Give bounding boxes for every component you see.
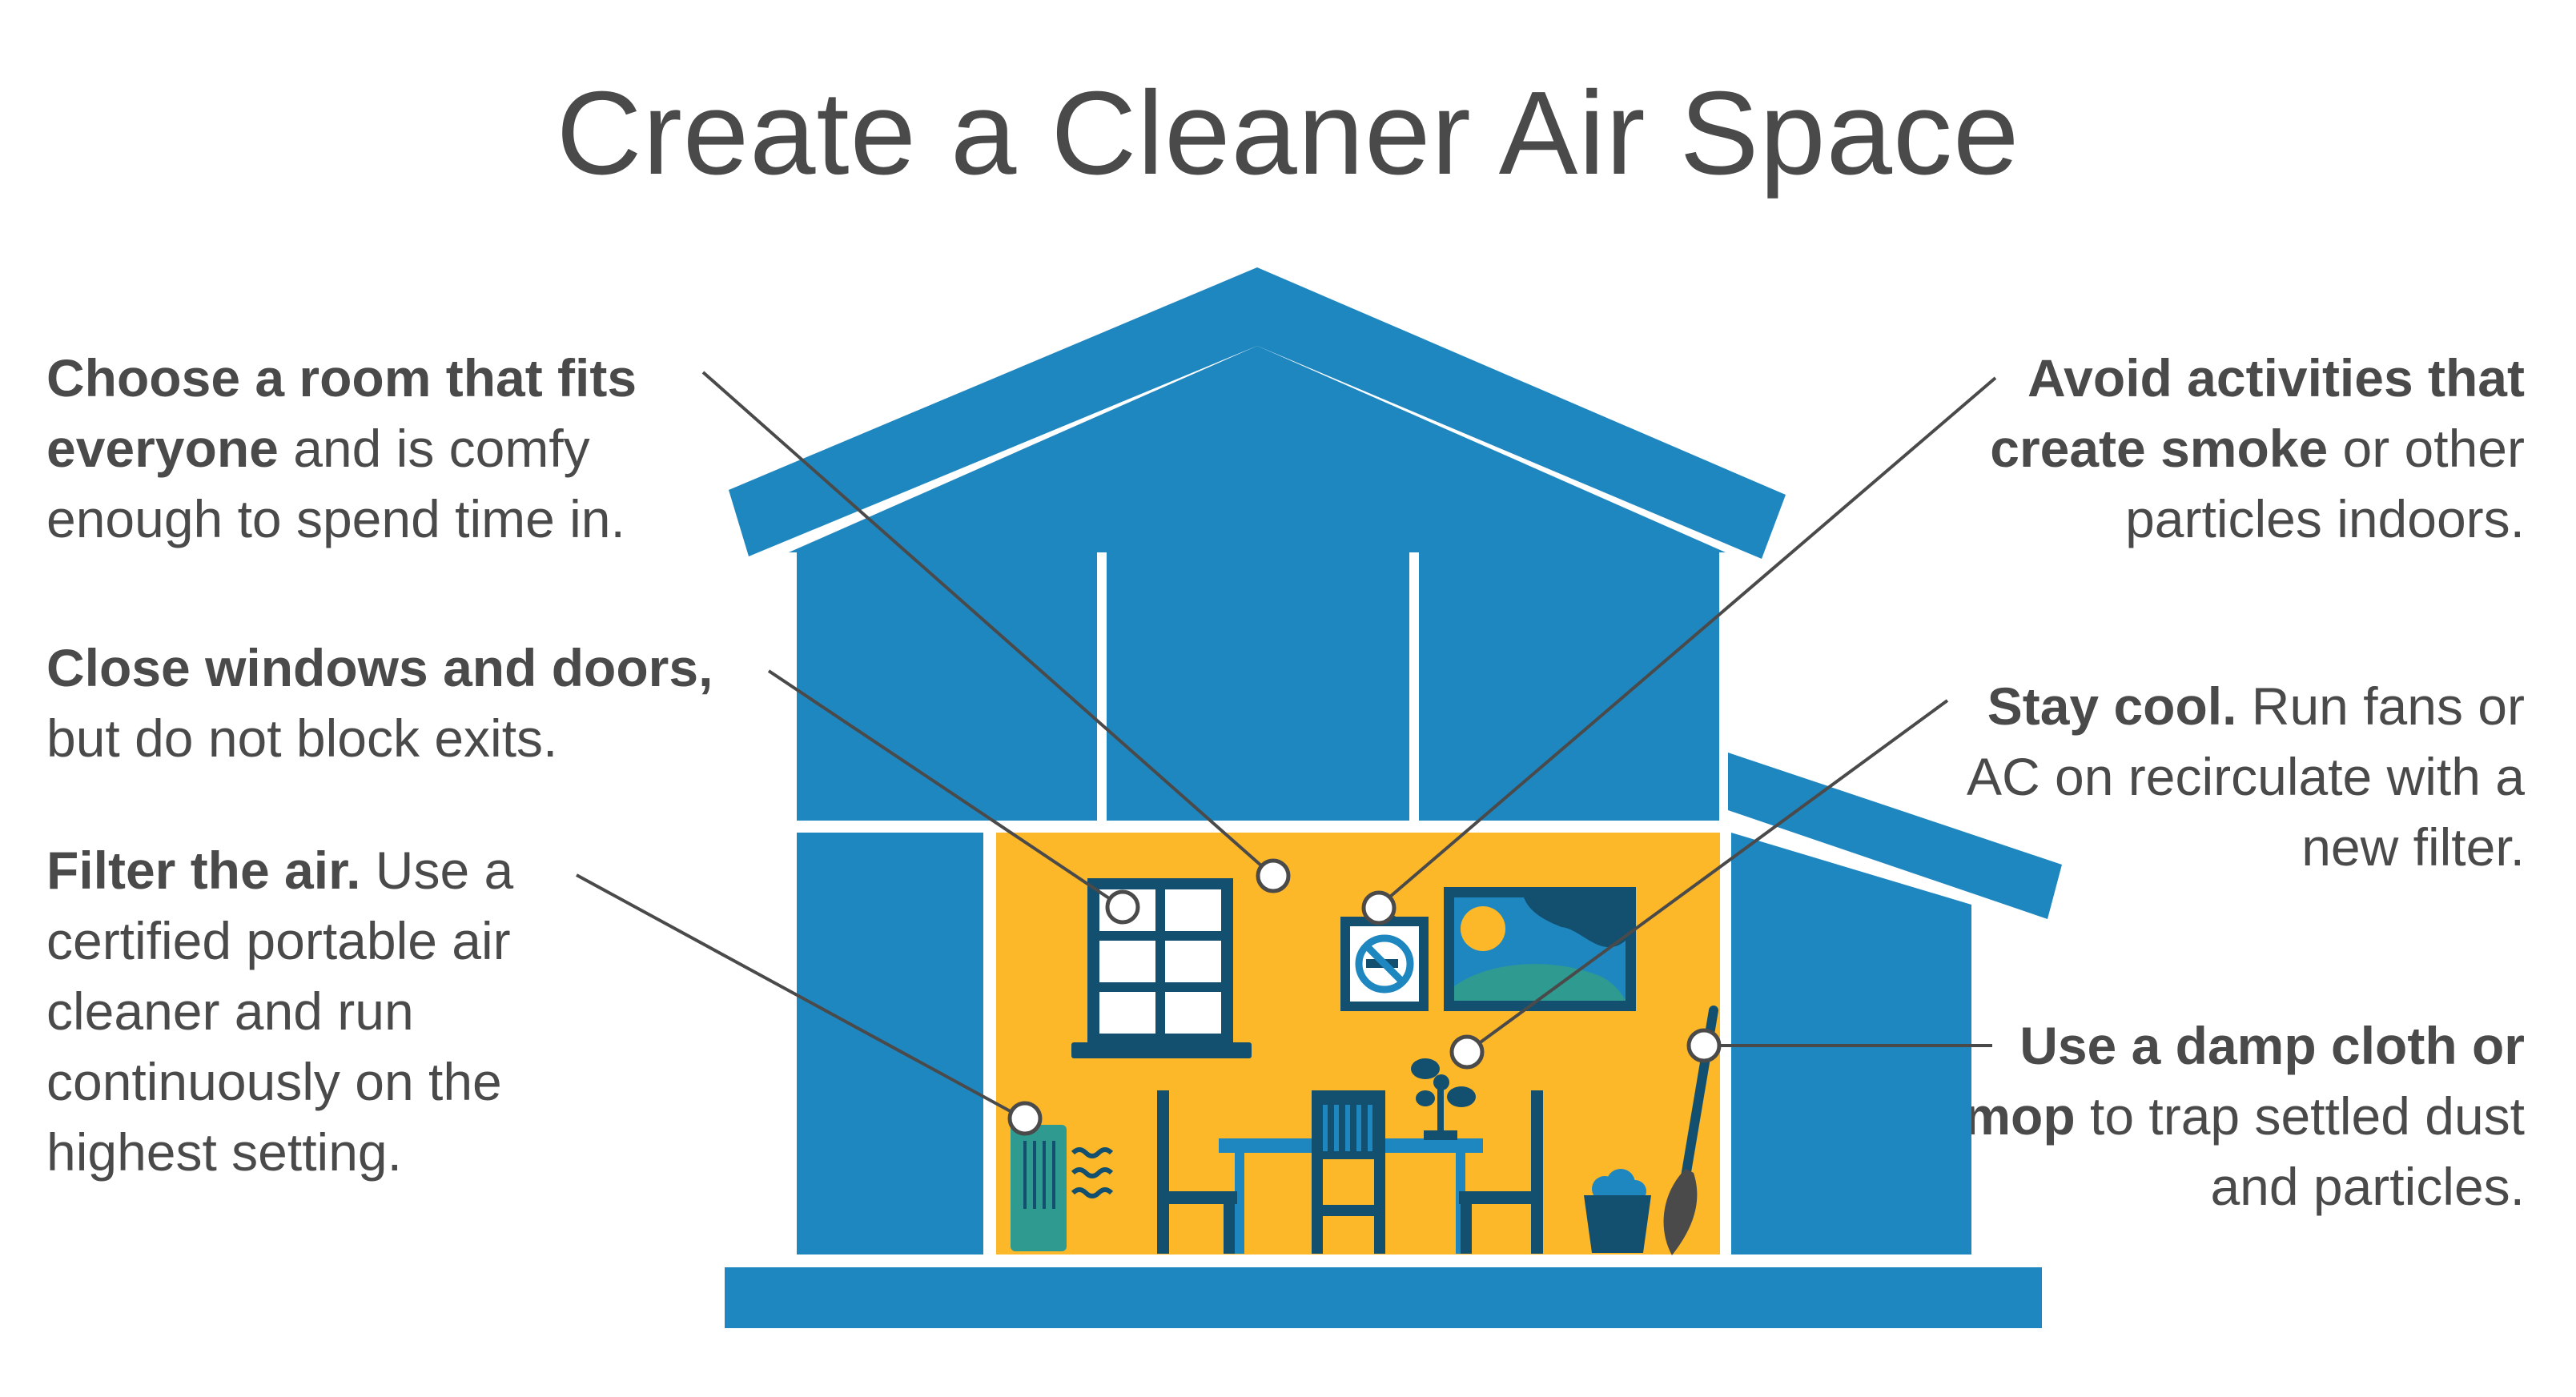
foundation xyxy=(725,1267,2042,1328)
tip-smoke: Avoid activities that create smoke or ot… xyxy=(1916,343,2525,554)
annex-roof xyxy=(1728,753,2062,919)
upper-panel-right xyxy=(1419,552,1719,821)
leader-line-room xyxy=(701,371,1271,874)
main-roof xyxy=(729,267,1786,559)
marker-room xyxy=(1256,858,1291,893)
tip-cool-bold: Stay cool. xyxy=(1987,676,2237,736)
lower-panel-left xyxy=(797,833,983,1254)
marker-windows xyxy=(1105,889,1140,925)
chair-icon xyxy=(1157,1090,1237,1254)
tip-windows: Close windows and doors, but do not bloc… xyxy=(46,632,767,773)
chair-icon xyxy=(1459,1090,1543,1254)
chair-icon xyxy=(1312,1090,1385,1254)
bucket-icon xyxy=(1584,1169,1651,1253)
tip-clean-bold: Use a damp cloth or mop xyxy=(1963,1016,2525,1146)
tip-filter-bold: Filter the air. xyxy=(46,841,361,900)
tip-room: Choose a room that fits everyone and is … xyxy=(46,343,719,554)
page-title: Create a Cleaner Air Space xyxy=(556,67,2020,199)
marker-clean xyxy=(1686,1028,1722,1063)
leader-line-windows xyxy=(767,669,1123,908)
marker-smoke xyxy=(1361,890,1397,925)
tip-windows-text: but do not block exits. xyxy=(46,709,558,768)
attic xyxy=(789,346,1726,552)
upper-panel-middle xyxy=(1107,552,1409,821)
upper-panel-left xyxy=(797,552,1097,821)
no-smoking-sign-icon xyxy=(1340,905,1429,1011)
tip-cool-text: Run fans or AC on recirculate with a new… xyxy=(1967,676,2525,877)
leader-line-filter xyxy=(576,873,1026,1121)
fan-icon xyxy=(1411,1058,1476,1140)
tip-smoke-text: or other particles indoors. xyxy=(2125,419,2525,548)
window-icon xyxy=(1071,878,1252,1058)
tip-windows-bold: Close windows and doors, xyxy=(46,638,713,697)
tip-filter: Filter the air. Use a certified portable… xyxy=(46,835,607,1187)
leader-line-smoke xyxy=(1377,376,1997,908)
tip-clean: Use a damp cloth or mop to trap settled … xyxy=(1948,1010,2525,1222)
annex-wall xyxy=(1731,833,1971,1254)
marker-filter xyxy=(1007,1101,1043,1136)
tip-filter-text: Use a certified portable air cleaner and… xyxy=(46,841,514,1182)
marker-cool xyxy=(1449,1034,1485,1070)
leader-line-cool xyxy=(1468,699,1949,1052)
tip-room-bold: Choose a room that fits everyone xyxy=(46,348,637,478)
tip-smoke-bold: Avoid activities that create smoke xyxy=(1990,348,2525,478)
tip-cool: Stay cool. Run fans or AC on recirculate… xyxy=(1948,671,2525,882)
air-purifier-icon xyxy=(1011,1125,1114,1251)
wall-painting-icon xyxy=(1444,887,1636,1011)
tip-clean-text: to trap settled dust and particles. xyxy=(2075,1086,2525,1216)
tip-room-text: and is comfy enough to spend time in. xyxy=(46,419,625,548)
